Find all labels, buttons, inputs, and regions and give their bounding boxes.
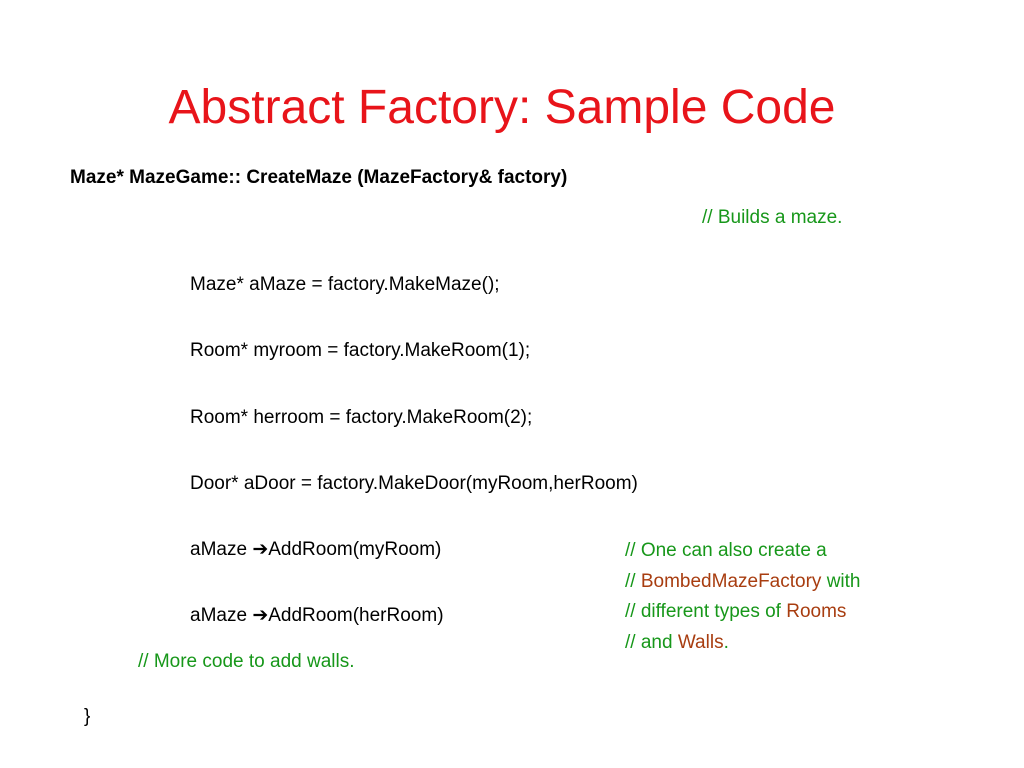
highlight-text: BombedMazeFactory [640,570,822,592]
code-text: AddRoom(myRoom) [268,539,442,560]
code-line-make-maze: Maze* aMaze = factory.MakeMaze(); [190,274,500,295]
code-line-make-door: Door* aDoor = factory.MakeDoor(myRoom,he… [190,473,638,494]
side-comment-line-2: // BombedMazeFactory with [625,567,861,598]
builds-maze-comment: // Builds a maze. [702,207,843,228]
code-text: AddRoom(herRoom) [268,605,444,626]
closing-brace: } [84,706,91,727]
highlight-text: Walls [677,631,724,653]
code-line-make-room-1: Room* myroom = factory.MakeRoom(1); [190,340,531,361]
function-signature: Maze* MazeGame:: CreateMaze (MazeFactory… [70,167,568,188]
code-text: aMaze [190,539,253,560]
side-comment-line-4: // and Walls. [625,628,861,659]
code-line-add-my-room: aMaze ➔AddRoom(myRoom) [190,536,441,564]
more-code-comment: // More code to add walls. [138,651,355,672]
comment-text: // and [625,631,678,653]
highlight-text: Rooms [786,601,847,622]
comment-text: . [723,631,729,653]
comment-text: // [625,570,641,592]
slide-title: Abstract Factory: Sample Code [168,81,836,134]
comment-text: with [821,570,861,592]
code-text: aMaze [190,605,253,626]
side-comment-line-3: // different types of Rooms [625,597,861,628]
comment-text: // different types of [625,601,787,622]
factory-side-comment: // One can also create a // BombedMazeFa… [625,536,861,658]
code-line-add-her-room: aMaze ➔AddRoom(herRoom) [190,602,444,630]
arrow-right-icon: ➔ [252,605,269,626]
code-line-make-room-2: Room* herroom = factory.MakeRoom(2); [190,407,533,428]
side-comment-line-1: // One can also create a [625,540,827,561]
arrow-right-icon: ➔ [252,539,269,560]
